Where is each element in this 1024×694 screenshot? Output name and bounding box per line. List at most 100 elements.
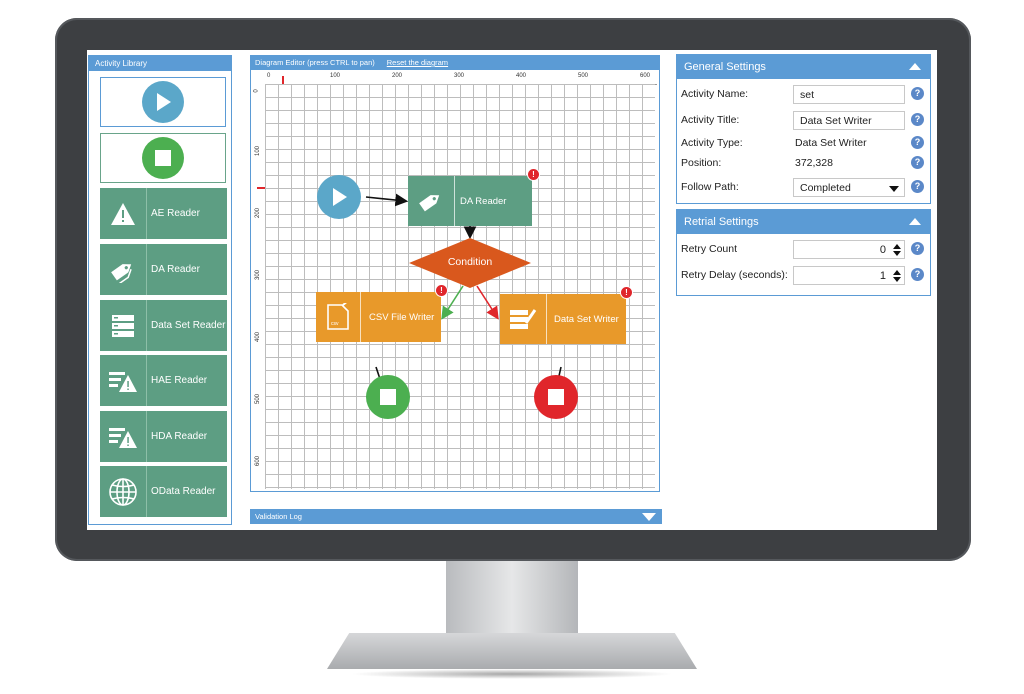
- retrial-settings-title: Retrial Settings: [684, 216, 759, 228]
- ruler-label: 0: [253, 89, 260, 93]
- diagram-canvas[interactable]: [265, 84, 655, 489]
- activity-library-panel: Activity Library AE Reader DA Reader: [88, 55, 232, 525]
- start-activity-tile[interactable]: [100, 77, 226, 127]
- ruler-label: 600: [640, 73, 651, 79]
- diagram-node-da-reader[interactable]: DA Reader: [408, 176, 532, 226]
- help-icon[interactable]: ?: [911, 87, 924, 100]
- follow-path-select[interactable]: Completed: [793, 178, 905, 197]
- retry-delay-row: Retry Delay (seconds): 1 ?: [677, 264, 930, 290]
- play-icon: [333, 188, 347, 206]
- help-icon[interactable]: ?: [911, 113, 924, 126]
- stepper-icon[interactable]: [893, 244, 901, 256]
- connector-start-to-da-reader: [365, 193, 409, 207]
- activity-library-title: Activity Library: [89, 56, 231, 71]
- start-play-icon: [142, 81, 184, 123]
- warning-badge[interactable]: !: [527, 168, 540, 181]
- monitor-stand-base: [327, 633, 697, 669]
- monitor-shadow: [350, 669, 674, 679]
- ruler-label: 300: [454, 73, 465, 79]
- library-item-hda-reader[interactable]: HDA Reader: [100, 411, 227, 462]
- chevron-down-icon[interactable]: [642, 513, 656, 521]
- connector-condition-to-csv: [441, 285, 464, 320]
- general-settings-header[interactable]: General Settings: [677, 55, 930, 79]
- dropdown-arrow-icon[interactable]: [889, 186, 899, 192]
- reset-diagram-link[interactable]: Reset the diagram: [386, 58, 449, 67]
- node-label: CSV File Writer: [369, 311, 435, 323]
- follow-path-row: Follow Path: Completed ?: [677, 175, 930, 201]
- ruler-label: 100: [330, 73, 341, 79]
- diagram-node-condition[interactable]: [408, 237, 532, 289]
- diagram-end-node[interactable]: [366, 375, 410, 419]
- help-icon[interactable]: ?: [911, 180, 924, 193]
- condition-label: Condition: [447, 256, 493, 268]
- collapse-icon[interactable]: [909, 63, 921, 70]
- warning-icon: [100, 188, 147, 239]
- connector-condition-to-dataset: [476, 285, 499, 320]
- library-item-label: DA Reader: [151, 264, 200, 275]
- validation-log-bar[interactable]: Validation Log: [250, 509, 662, 524]
- diagram-start-node[interactable]: [317, 175, 361, 219]
- monitor-stand-neck: [446, 561, 578, 633]
- retry-delay-input[interactable]: 1: [793, 266, 905, 285]
- activity-name-input[interactable]: set: [793, 85, 905, 104]
- position-row: Position: 372,328 ?: [677, 155, 930, 175]
- ruler-label: 300: [255, 269, 262, 281]
- diagram-node-data-set-writer[interactable]: Data Set Writer: [500, 294, 626, 344]
- position-label: Position:: [681, 157, 722, 169]
- ruler-label: 200: [255, 207, 262, 219]
- library-item-label: AE Reader: [151, 208, 200, 219]
- help-icon[interactable]: ?: [911, 156, 924, 169]
- stepper-icon[interactable]: [893, 270, 901, 282]
- library-item-label: HDA Reader: [151, 431, 208, 442]
- stop-square-icon: [142, 137, 184, 179]
- library-item-da-reader[interactable]: DA Reader: [100, 244, 227, 295]
- position-value: 372,328: [795, 157, 833, 169]
- diagram-stop-node[interactable]: [534, 375, 578, 419]
- library-item-odata-reader[interactable]: OData Reader: [100, 466, 227, 517]
- activity-type-row: Activity Type: Data Set Writer ?: [677, 135, 930, 155]
- help-icon[interactable]: ?: [911, 136, 924, 149]
- globe-icon: [100, 466, 147, 517]
- warning-list-icon: [100, 355, 147, 406]
- library-item-ae-reader[interactable]: AE Reader: [100, 188, 227, 239]
- retry-count-input[interactable]: 0: [793, 240, 905, 259]
- tag-icon: [100, 244, 147, 295]
- warning-badge[interactable]: !: [620, 286, 633, 299]
- stop-square-icon: [548, 389, 564, 405]
- csv-badge-label: csv: [331, 321, 339, 327]
- ruler-cursor-marker: [282, 76, 284, 84]
- library-item-label: HAE Reader: [151, 375, 208, 386]
- ruler-label: 600: [255, 455, 262, 467]
- library-item-data-set-reader[interactable]: Data Set Reader: [100, 300, 227, 351]
- ruler-label: 200: [392, 73, 403, 79]
- warning-badge[interactable]: !: [435, 284, 448, 297]
- library-item-hae-reader[interactable]: HAE Reader: [100, 355, 227, 406]
- dataset-edit-icon: [500, 294, 547, 344]
- activity-type-label: Activity Type:: [681, 137, 743, 149]
- retry-count-value: 0: [879, 244, 886, 256]
- activity-title-input[interactable]: Data Set Writer: [793, 111, 905, 130]
- retrial-settings-header[interactable]: Retrial Settings: [677, 210, 930, 234]
- retry-delay-label: Retry Delay (seconds):: [681, 269, 788, 281]
- ruler-label: 100: [255, 145, 262, 157]
- ruler-cursor-marker: [257, 187, 265, 189]
- app-screen: Activity Library AE Reader DA Reader: [87, 50, 937, 530]
- help-icon[interactable]: ?: [911, 242, 924, 255]
- retry-count-label: Retry Count: [681, 243, 738, 255]
- list-icon: [100, 300, 147, 351]
- help-icon[interactable]: ?: [911, 268, 924, 281]
- node-label: Data Set Writer: [554, 313, 619, 325]
- collapse-icon[interactable]: [909, 218, 921, 225]
- retry-count-row: Retry Count 0 ?: [677, 238, 930, 264]
- activity-name-row: Activity Name: set ?: [677, 83, 930, 109]
- csv-file-icon: csv: [316, 292, 361, 342]
- library-item-label: Data Set Reader: [151, 320, 226, 331]
- tag-icon: [408, 176, 455, 226]
- activity-title-row: Activity Title: Data Set Writer ?: [677, 109, 930, 135]
- diagram-node-csv-file-writer[interactable]: csv CSV File Writer: [316, 292, 441, 342]
- retry-delay-value: 1: [879, 270, 886, 282]
- general-settings-title: General Settings: [684, 61, 766, 73]
- ruler-label: 400: [255, 331, 262, 343]
- end-activity-tile[interactable]: [100, 133, 226, 183]
- diagram-editor-title: Diagram Editor (press CTRL to pan): [255, 58, 375, 67]
